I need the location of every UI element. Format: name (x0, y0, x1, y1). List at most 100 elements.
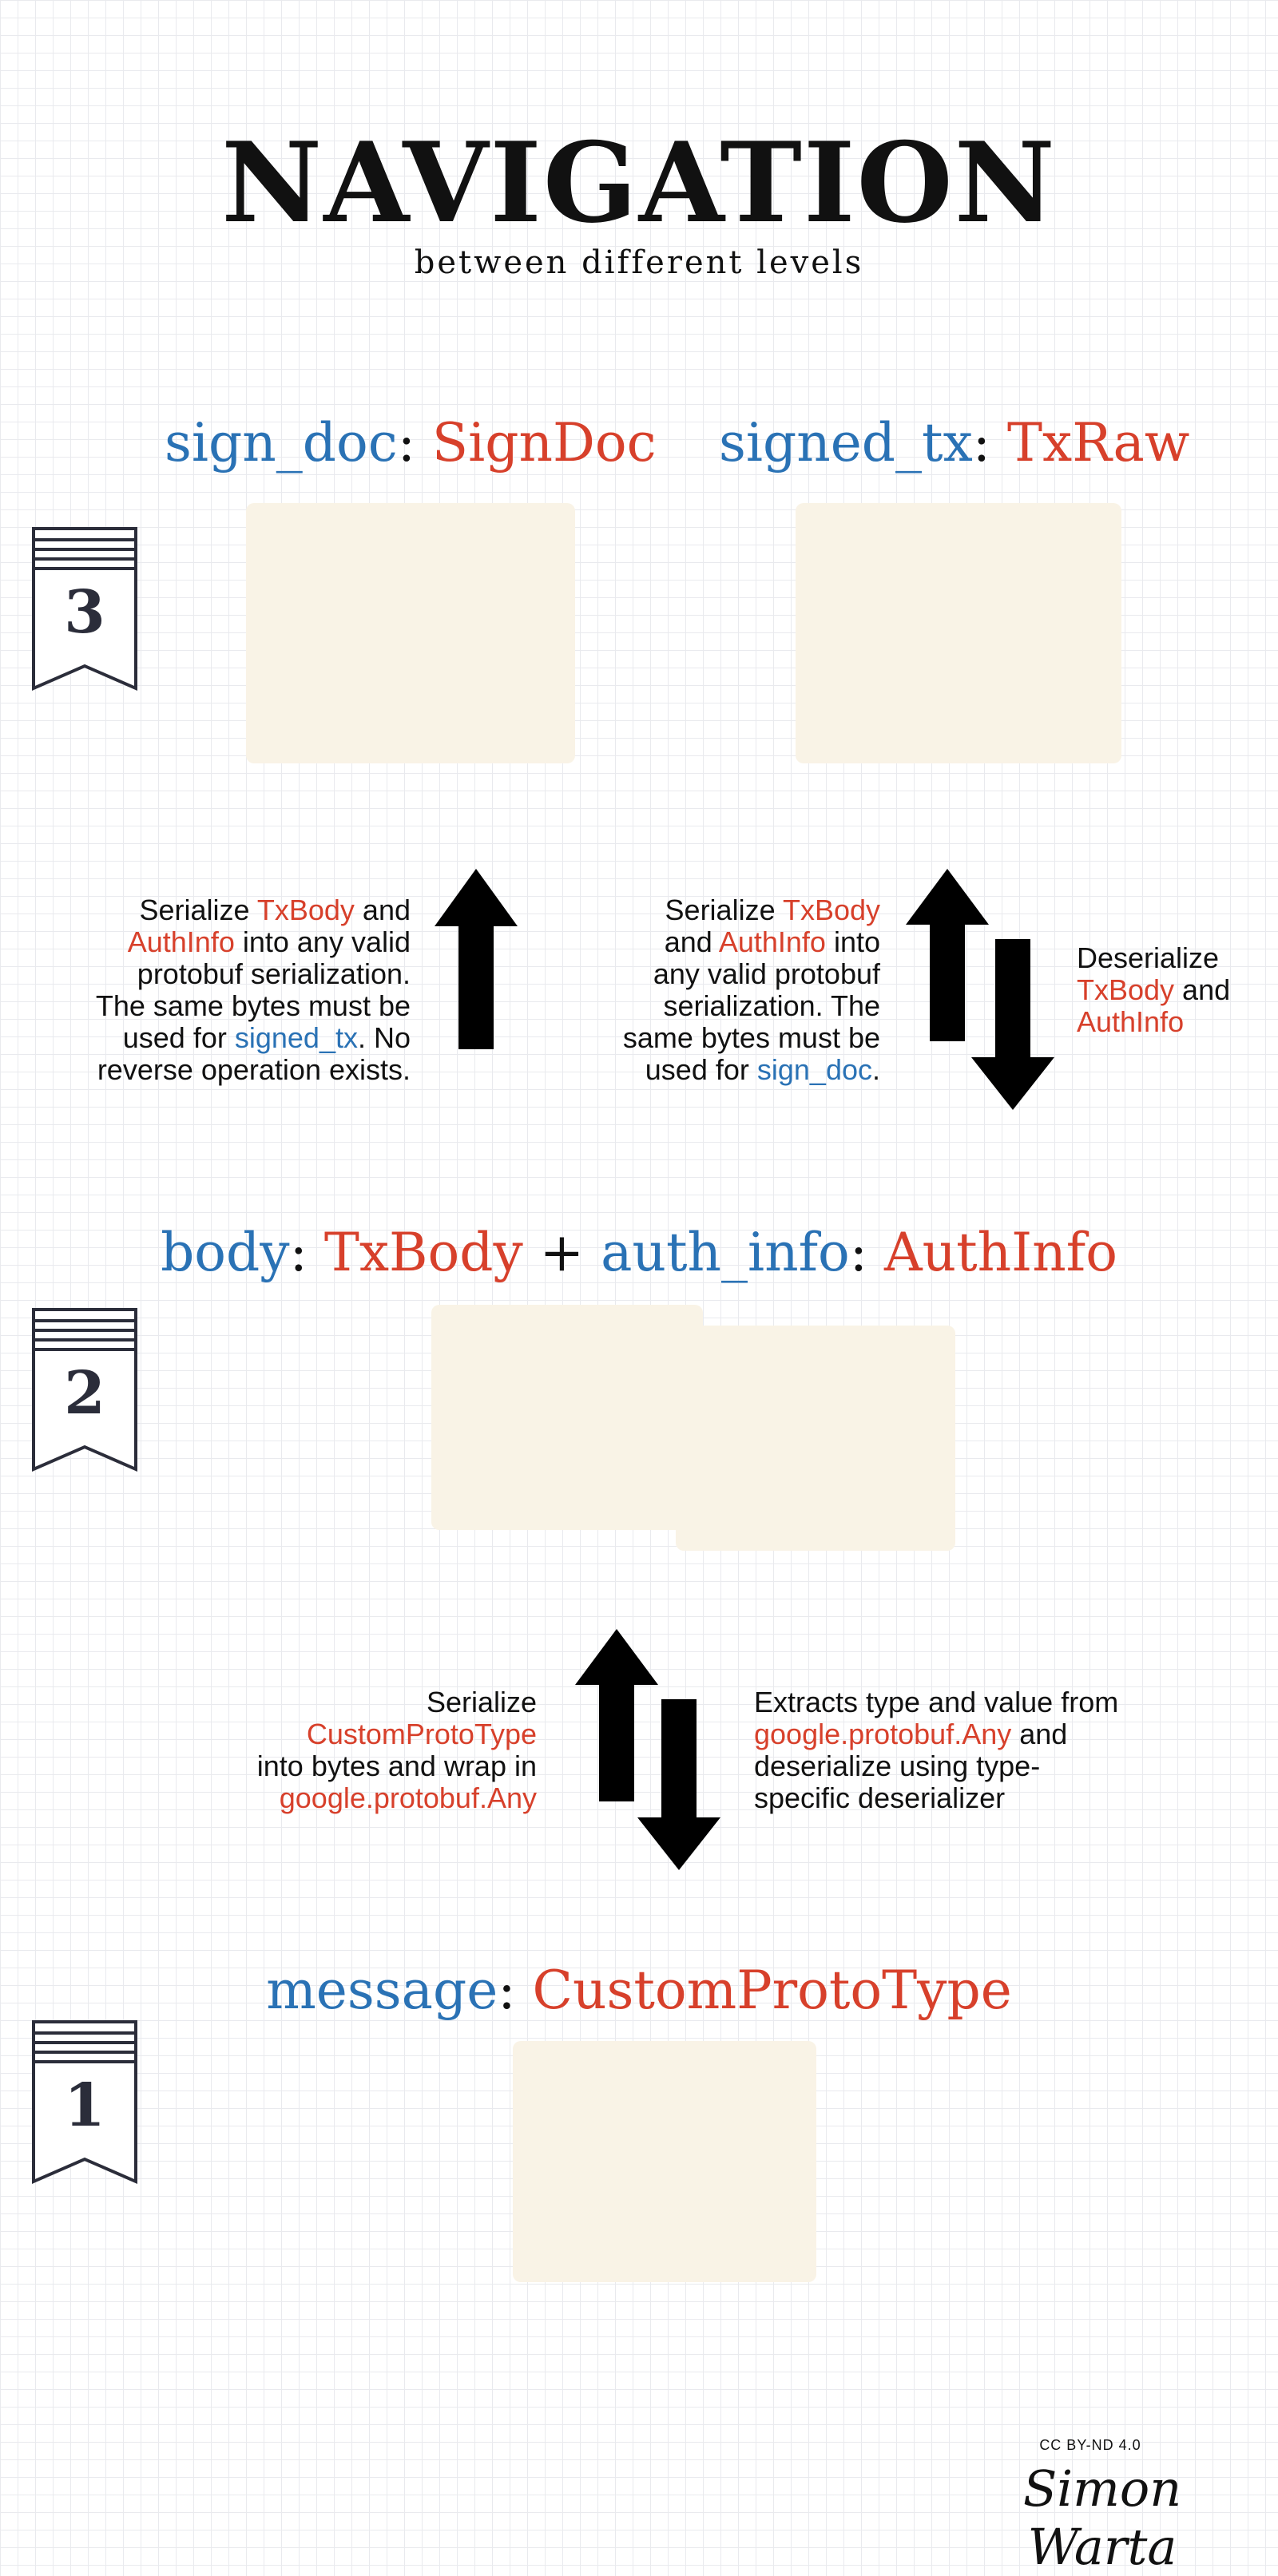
separator: : (498, 1960, 533, 2021)
author-signature: Simon Warta (1022, 2459, 1182, 2576)
text-line: TxBody and (1077, 974, 1268, 1006)
text-span: used for (645, 1053, 757, 1086)
text-span: deserialize using type- (754, 1750, 1041, 1782)
type-name: CustomProtoType (532, 1960, 1012, 2021)
field-name: auth_info (601, 1222, 850, 1283)
type-name: CustomProtoType (306, 1718, 537, 1750)
text-span: and (1011, 1718, 1068, 1750)
type-name: AuthInfo (883, 1222, 1117, 1283)
text-span: and (1174, 973, 1231, 1006)
arrow-down-icon (971, 939, 1054, 1110)
body-auth-info-heading: body: TxBody + auth_info: AuthInfo (0, 1227, 1278, 1279)
text-line: serialization. The (559, 990, 880, 1022)
sign-doc-box (246, 503, 575, 763)
body-box (431, 1305, 703, 1530)
text-line: AuthInfo (1077, 1006, 1268, 1038)
level-1-badge: 1 (30, 2019, 139, 2186)
text-span: Extracts type and value from (754, 1686, 1119, 1718)
level-number: 3 (64, 578, 105, 647)
plus-sign: + (522, 1222, 601, 1283)
page-subtitle: between different levels (414, 244, 864, 281)
text-line: Extracts type and value from (754, 1686, 1201, 1718)
separator: : (972, 412, 1008, 474)
arrow-up-icon (906, 869, 989, 1041)
text-line: CustomProtoType (192, 1718, 537, 1750)
text-line: same bytes must be (559, 1022, 880, 1054)
text-line: Serialize TxBody (559, 894, 880, 926)
text-span: and (664, 925, 719, 958)
bookmark-icon: 3 (32, 527, 137, 692)
text-line: Deserialize (1077, 942, 1268, 974)
bookmark-icon: 2 (32, 1308, 137, 1472)
separator: : (289, 1222, 324, 1283)
text-span: into (825, 925, 880, 958)
page-title: NAVIGATION (221, 117, 1057, 248)
level-3-badge: 3 (30, 525, 139, 693)
signed-tx-heading: signed_tx: TxRaw (719, 417, 1189, 470)
type-name: TxBody (1077, 973, 1175, 1006)
signed-tx-box (796, 503, 1121, 763)
text-span: reverse operation exists. (97, 1053, 411, 1086)
field-name: signed_tx (719, 412, 973, 474)
level-number: 1 (64, 2071, 105, 2140)
text-line: AuthInfo into any valid (48, 926, 411, 958)
text-span: into any valid (234, 925, 411, 958)
type-name: TxRaw (1007, 412, 1190, 474)
text-line: specific deserializer (754, 1782, 1201, 1814)
text-line: used for sign_doc. (559, 1054, 880, 1086)
text-line: google.protobuf.Any and (754, 1718, 1201, 1750)
text-line: reverse operation exists. (48, 1054, 411, 1086)
arrow-up-icon (435, 869, 518, 1049)
text-line: and AuthInfo into (559, 926, 880, 958)
text-span: Serialize (665, 894, 783, 926)
type-name: AuthInfo (127, 925, 235, 958)
separator: : (397, 412, 432, 474)
text-span: Deserialize (1077, 941, 1220, 974)
level-2-badge: 2 (30, 1306, 139, 1474)
type-name: SignDoc (431, 412, 657, 474)
arrow-up-icon (575, 1629, 658, 1801)
separator: : (849, 1222, 884, 1283)
text-line: into bytes and wrap in (192, 1750, 537, 1782)
type-name: AuthInfo (718, 925, 826, 958)
text-span: and (354, 894, 411, 926)
arrow-down-icon (637, 1699, 720, 1870)
sign-doc-heading: sign_doc: SignDoc (165, 417, 657, 470)
type-name: google.protobuf.Any (754, 1718, 1012, 1750)
text-line: used for signed_tx. No (48, 1022, 411, 1054)
field-name: sign_doc (756, 1053, 872, 1086)
text-line: protobuf serialization. (48, 958, 411, 990)
field-name: signed_tx (234, 1021, 358, 1054)
bookmark-icon: 1 (32, 2020, 137, 2185)
text-line: Serialize TxBody and (48, 894, 411, 926)
type-name: TxBody (256, 894, 355, 926)
auth-info-box (676, 1326, 955, 1551)
text-span: serialization. The (663, 989, 880, 1022)
field-name: sign_doc (165, 412, 398, 474)
type-name: TxBody (323, 1222, 523, 1283)
text-span: into bytes and wrap in (256, 1750, 537, 1782)
text-span: Serialize (426, 1686, 537, 1718)
field-name: body (161, 1222, 290, 1283)
text-span: any valid protobuf (653, 957, 880, 990)
text-span: used for (122, 1021, 235, 1054)
message-box (513, 2041, 816, 2282)
text-span: Serialize (139, 894, 257, 926)
type-name: TxBody (782, 894, 880, 926)
type-name: AuthInfo (1077, 1005, 1185, 1038)
message-heading: message: CustomProtoType (0, 1964, 1278, 2017)
level-number: 2 (64, 1359, 105, 1428)
text-line: google.protobuf.Any (192, 1782, 537, 1814)
text-line: deserialize using type- (754, 1750, 1201, 1782)
text-span: . (871, 1053, 880, 1086)
type-name: google.protobuf.Any (279, 1781, 537, 1814)
text-line: Serialize (192, 1686, 537, 1718)
text-line: any valid protobuf (559, 958, 880, 990)
text-line: The same bytes must be (48, 990, 411, 1022)
license-label: CC BY-ND 4.0 (1039, 2437, 1141, 2453)
